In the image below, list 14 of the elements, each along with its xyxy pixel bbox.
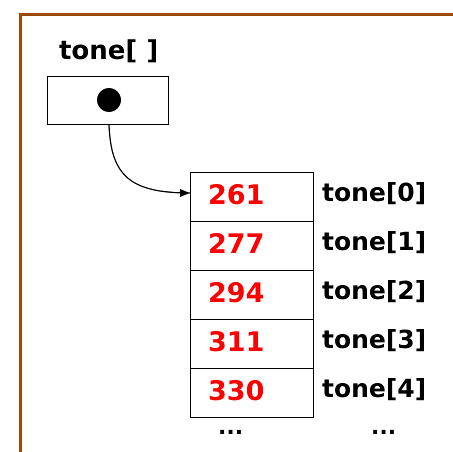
arrow xyxy=(108,124,190,197)
index-label: tone[0] xyxy=(322,177,426,209)
index-label: tone[1] xyxy=(322,226,426,258)
ellipsis-mark: ... xyxy=(371,418,396,438)
index-label: tone[3] xyxy=(322,324,426,356)
array-value: 277 xyxy=(208,228,264,262)
ellipsis-mark: ... xyxy=(218,418,244,438)
variable-name: tone[ ] xyxy=(59,36,158,66)
index-label: tone[4] xyxy=(322,373,426,405)
array-value: 311 xyxy=(208,326,264,360)
index-label: tone[2] xyxy=(322,275,426,307)
array-value: 330 xyxy=(208,375,264,409)
array-value: 261 xyxy=(208,179,264,213)
array-value: 294 xyxy=(208,277,264,311)
